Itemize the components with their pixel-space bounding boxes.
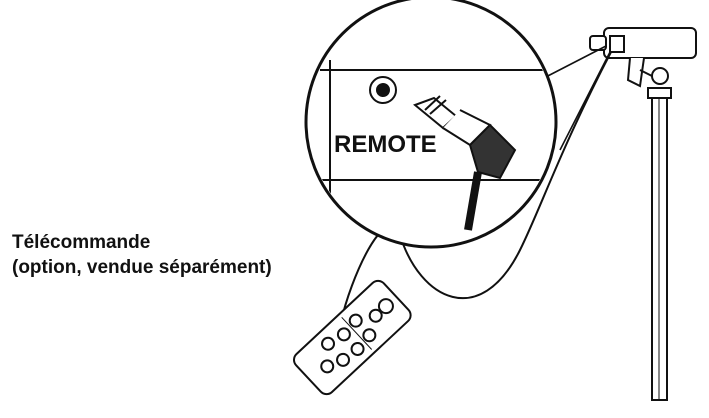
port-label: REMOTE <box>334 131 437 158</box>
remote-control-icon <box>292 279 412 396</box>
remote-cable <box>340 51 612 323</box>
tripod-pole-icon <box>647 87 672 401</box>
camera-mount-icon <box>589 27 697 88</box>
remote-caption: Télécommande (option, vendue séparément) <box>12 230 272 280</box>
audio-plug-icon <box>413 95 517 231</box>
magnified-callout: REMOTE <box>304 0 558 249</box>
caption-line-2: (option, vendue séparément) <box>12 257 272 278</box>
remote-jack-port-icon <box>369 76 397 104</box>
caption-line-1: Télécommande <box>12 232 151 253</box>
